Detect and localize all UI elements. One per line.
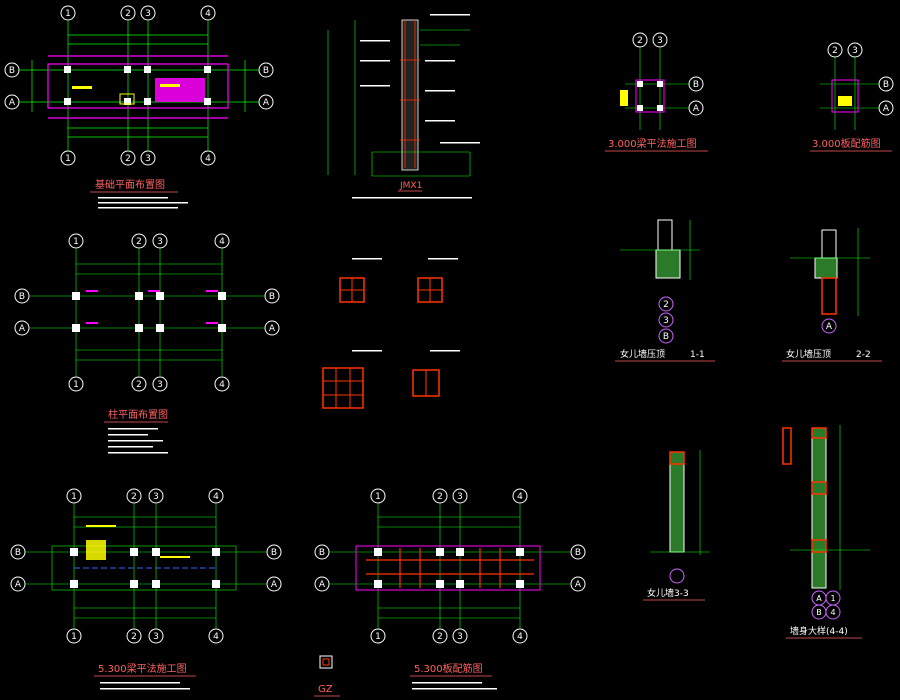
grid-label: A [826, 322, 833, 332]
grid-label: B [816, 608, 822, 617]
grid-label: 3 [457, 492, 463, 502]
detail-title: GZ [318, 684, 333, 695]
grid-label: 2 [437, 632, 443, 642]
grid-label: B [575, 548, 581, 558]
grid-label: A [9, 98, 16, 108]
slab-5300-plan: 1 2 3 4 1 2 3 4 B A B A 5.300板配筋图 [314, 488, 586, 690]
drawing-title: 柱平面布置图 [108, 408, 168, 421]
grid-label: 1 [71, 632, 77, 642]
grid-label: 3 [157, 237, 163, 247]
grid-label: 2 [136, 237, 142, 247]
wall-section-4: A 1 B 4 墙身大样(4-4) [782, 425, 870, 639]
grid-label: 2 [125, 9, 131, 19]
grid-label: B [263, 66, 269, 76]
grid-label: 3 [145, 154, 151, 164]
grid-label: 2 [832, 46, 838, 56]
grid-label: 1 [73, 380, 79, 390]
grid-label: 4 [517, 632, 523, 642]
grid-label: 3 [663, 316, 669, 326]
grid-label: 4 [219, 237, 225, 247]
grid-label: B [19, 292, 25, 302]
beam-5300-plan: 1 2 3 4 1 2 3 4 B A B A 5.300梁平法施工图 [10, 488, 282, 690]
grid-label: B [663, 332, 669, 342]
grid-label: 2 [131, 632, 137, 642]
grid-label: B [883, 80, 889, 90]
grid-label: 2 [663, 300, 669, 310]
grid-label: 3 [457, 632, 463, 642]
column-sections [322, 258, 460, 409]
drawing-title: 基础平面布置图 [95, 178, 165, 191]
beam-3000-plan: 2 3 B A 3.000梁平法施工图 [605, 32, 708, 152]
grid-label: 1 [65, 9, 71, 19]
grid-label: B [9, 66, 15, 76]
grid-label: B [319, 548, 325, 558]
wall-section-detail: JMX1 [327, 14, 480, 199]
drawing-title: 3.000梁平法施工图 [608, 137, 697, 150]
section-number: 2-2 [856, 350, 871, 360]
grid-label: 1 [375, 632, 381, 642]
grid-label: 3 [145, 9, 151, 19]
drawing-title: 3.000板配筋图 [812, 137, 881, 150]
grid-label: A [816, 594, 822, 603]
grid-label: 1 [830, 594, 835, 603]
grid-label: 2 [437, 492, 443, 502]
drawing-title: 5.300板配筋图 [414, 662, 483, 675]
foundation-plan: 1 2 3 4 1 2 3 4 B A B A [4, 5, 274, 209]
grid-label: B [15, 548, 21, 558]
section-title: 墙身大样(4-4) [790, 625, 848, 637]
gz-detail: GZ [314, 655, 340, 697]
grid-label: 1 [375, 492, 381, 502]
grid-label: 1 [73, 237, 79, 247]
detail-title: JMX1 [399, 181, 422, 191]
grid-label: 2 [125, 154, 131, 164]
column-plan: 1 2 3 4 1 2 3 4 B A B A 柱平面布置图 [14, 233, 280, 454]
grid-label: 1 [71, 492, 77, 502]
section-title: 女儿墙压顶 [620, 348, 665, 360]
grid-label: A [19, 324, 26, 334]
grid-label: 3 [657, 36, 663, 46]
grid-label: A [15, 580, 22, 590]
grid-label: 1 [65, 154, 71, 164]
drawing-title: 5.300梁平法施工图 [98, 662, 187, 675]
grid-label: A [263, 98, 270, 108]
slab-3000-plan: 2 3 B A 3.000板配筋图 [810, 42, 894, 152]
section-title: 女儿墙3-3 [647, 587, 689, 599]
grid-label: A [693, 104, 700, 114]
grid-label: A [269, 324, 276, 334]
grid-label: 3 [153, 492, 159, 502]
grid-label: 3 [852, 46, 858, 56]
grid-label: 3 [153, 632, 159, 642]
section-title: 女儿墙压顶 [786, 348, 831, 360]
grid-label: 2 [637, 36, 643, 46]
grid-label: B [693, 80, 699, 90]
grid-label: A [271, 580, 278, 590]
grid-label: 4 [213, 492, 219, 502]
grid-label: 4 [219, 380, 225, 390]
grid-label: 2 [136, 380, 142, 390]
wall-section-3: 女儿墙3-3 [643, 450, 710, 601]
section-number: 1-1 [690, 350, 705, 360]
grid-label: B [269, 292, 275, 302]
grid-label: A [883, 104, 890, 114]
grid-label: 4 [213, 632, 219, 642]
grid-label: 4 [205, 154, 211, 164]
grid-label: 3 [157, 380, 163, 390]
grid-label: 4 [517, 492, 523, 502]
grid-label: A [575, 580, 582, 590]
parapet-section-1: 2 3 B 女儿墙压顶 1-1 [615, 219, 715, 362]
grid-label: 4 [830, 608, 835, 617]
parapet-section-2: A 女儿墙压顶 2-2 [782, 228, 882, 362]
grid-label: A [319, 580, 326, 590]
grid-label: B [271, 548, 277, 558]
grid-label: 4 [205, 9, 211, 19]
grid-label: 2 [131, 492, 137, 502]
